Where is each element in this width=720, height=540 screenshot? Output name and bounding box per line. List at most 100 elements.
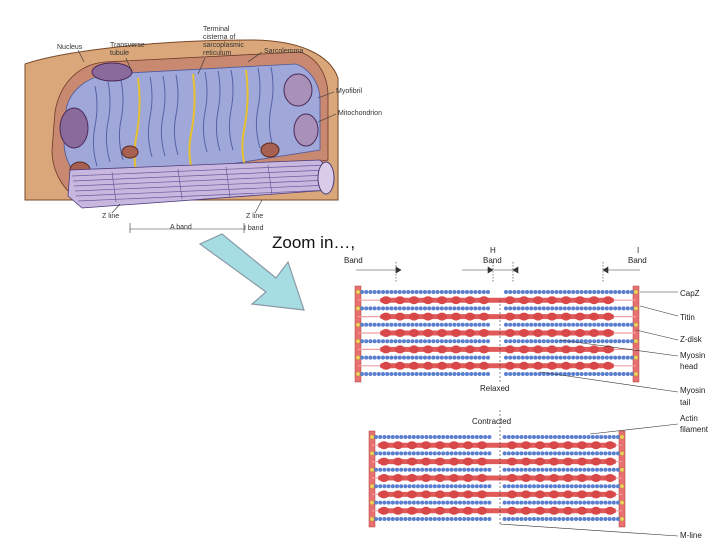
actin-bead — [466, 467, 471, 472]
myosin-head — [519, 361, 529, 370]
actin-bead — [368, 355, 373, 360]
capz-cap — [619, 450, 625, 456]
actin-bead — [588, 372, 592, 376]
actin-bead — [578, 467, 583, 472]
myosin-head — [463, 474, 473, 482]
capz-cap — [369, 500, 375, 505]
actin-bead — [435, 372, 440, 376]
actin-bead — [502, 435, 507, 439]
actin-bead — [403, 435, 408, 439]
myosin-head — [603, 361, 613, 370]
actin-bead — [536, 451, 541, 456]
label-h-band-1: H — [490, 246, 496, 255]
myosin-head — [437, 345, 447, 354]
actin-bead — [460, 306, 465, 311]
actin-bead — [548, 435, 553, 439]
actin-bead — [557, 451, 562, 456]
actin-bead — [516, 290, 521, 294]
actin-bead — [578, 517, 583, 521]
label-terminal-cisterna-4: reticulum — [203, 50, 232, 57]
actin-bead — [364, 322, 369, 327]
actin-bead — [479, 467, 483, 472]
label-contracted: Contracted — [472, 417, 512, 426]
myosin-head — [505, 361, 515, 370]
actin-bead — [511, 500, 515, 505]
actin-bead — [372, 339, 377, 344]
actin-bead — [390, 467, 395, 472]
myosin-head — [479, 361, 489, 370]
capz-cap — [633, 305, 639, 311]
actin-bead — [525, 290, 529, 294]
actin-bead — [590, 467, 595, 472]
actin-bead — [437, 435, 441, 439]
actin-bead — [604, 306, 609, 311]
actin-bead — [486, 290, 490, 294]
myosin-head — [423, 345, 433, 354]
myosin-head — [577, 506, 587, 515]
actin-bead — [423, 290, 427, 294]
actin-bead — [611, 517, 616, 521]
actin-bead — [439, 290, 444, 294]
actin-bead — [479, 435, 483, 439]
actin-bead — [557, 484, 562, 489]
myosin-head — [577, 441, 587, 450]
actin-bead — [540, 467, 545, 472]
actin-bead — [432, 517, 437, 521]
actin-bead — [533, 355, 538, 360]
myosin-head — [591, 506, 601, 515]
actin-bead — [395, 517, 399, 521]
extruded-myofibril-bundle — [67, 159, 335, 209]
actin-bead — [431, 322, 436, 327]
actin-bead — [360, 306, 364, 311]
actin-bead — [465, 339, 469, 344]
actin-bead — [553, 500, 557, 505]
actin-bead — [611, 484, 616, 489]
capz-cap — [369, 516, 375, 522]
actin-bead — [616, 484, 620, 489]
actin-bead — [604, 322, 609, 327]
actin-bead — [611, 500, 616, 505]
actin-bead — [599, 435, 604, 439]
actin-bead — [582, 500, 587, 505]
actin-bead — [586, 435, 591, 439]
myosin-head — [589, 296, 599, 305]
capz-cap — [619, 516, 625, 522]
actin-bead — [439, 372, 444, 376]
capz-cap — [355, 355, 361, 360]
nucleus-left — [59, 107, 89, 149]
actin-bead — [390, 435, 395, 439]
myosin-head — [547, 345, 557, 354]
actin-bead — [609, 322, 613, 327]
actin-bead — [397, 339, 402, 344]
actin-bead — [374, 517, 378, 521]
actin-bead — [483, 451, 488, 456]
actin-bead — [529, 355, 534, 360]
actin-bead — [508, 372, 513, 376]
actin-bead — [546, 355, 550, 360]
myosin-head — [393, 506, 403, 515]
actin-bead — [402, 322, 406, 327]
myosin-head — [533, 361, 543, 370]
actin-bead — [390, 517, 395, 521]
actin-bead — [600, 339, 605, 344]
actin-bead — [477, 372, 482, 376]
actin-bead — [428, 500, 433, 505]
myosin-head — [477, 490, 487, 499]
actin-bead — [561, 467, 566, 472]
actin-bead — [427, 355, 432, 360]
actin-bead — [389, 339, 394, 344]
actin-bead — [574, 451, 578, 456]
actin-bead — [420, 517, 425, 521]
actin-bead — [481, 306, 486, 311]
actin-bead — [386, 500, 391, 505]
actin-bead — [402, 306, 406, 311]
actin-bead — [393, 355, 398, 360]
actin-bead — [360, 322, 364, 327]
actin-bead — [554, 339, 559, 344]
actin-bead — [416, 451, 420, 456]
actin-bead — [469, 339, 474, 344]
actin-bead — [427, 290, 432, 294]
actin-bead — [483, 484, 488, 489]
myosin-head — [521, 457, 531, 466]
actin-bead — [487, 451, 492, 456]
